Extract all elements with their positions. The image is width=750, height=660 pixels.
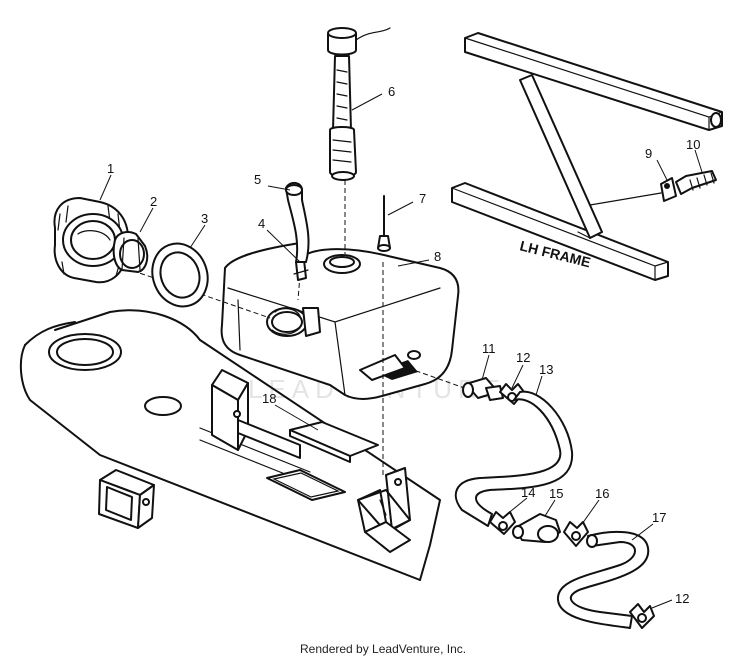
callout-17: 17 [652,510,666,525]
callout-1: 1 [107,161,114,176]
callout-4: 4 [258,216,265,231]
vent-hose [285,182,310,263]
fuel-filter [512,513,561,543]
leader-lines [99,93,703,609]
callout-12a: 12 [516,350,530,365]
callout-12b: 12 [675,591,689,606]
fuel-fitting [462,377,504,401]
callout-8: 8 [434,249,441,264]
callout-13: 13 [539,362,553,377]
frame-rail [19,309,441,581]
tank-pad [289,421,379,463]
fuel-tank [220,242,460,400]
cap-gasket [112,231,149,273]
fuel-gauge [327,27,391,181]
fuel-hose-lower [556,530,650,629]
callout-9: 9 [645,146,652,161]
callouts: 1 2 3 4 5 6 7 8 9 10 11 12 13 14 15 16 1… [107,84,700,606]
callout-6: 6 [388,84,395,99]
callout-10: 10 [686,137,700,152]
frame-bracket [589,177,677,206]
hose-clamp-middle [489,511,516,535]
callout-5: 5 [254,172,261,187]
fuel-hose-upper [454,390,574,527]
filler-cap [53,197,129,284]
callout-16: 16 [595,486,609,501]
tank-rod [377,195,391,252]
callout-2: 2 [150,194,157,209]
footer-credit: Rendered by LeadVenture, Inc. [300,642,466,656]
lh-frame: LH FRAME [451,32,723,281]
callout-14: 14 [521,485,535,500]
frame-bolt [675,170,717,195]
flat-seal [151,242,209,308]
callout-18: 18 [262,391,276,406]
hose-clamp-lower [563,521,589,547]
callout-3: 3 [201,211,208,226]
callout-7: 7 [419,191,426,206]
hose-clamp-bottom [629,603,655,629]
callout-15: 15 [549,486,563,501]
callout-11: 11 [482,341,496,356]
